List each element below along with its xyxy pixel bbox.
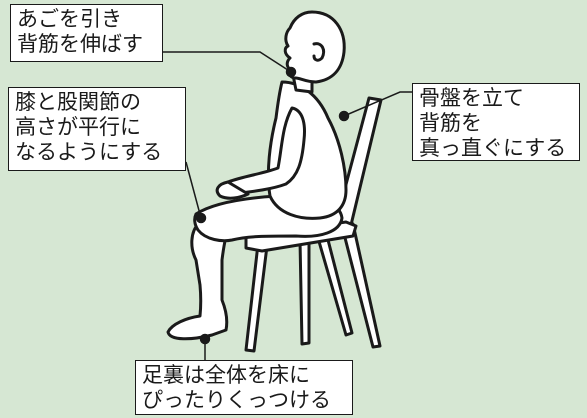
knee-leader-line [185, 161, 202, 219]
callout-leaders [162, 51, 412, 360]
seated-person-illustration [166, 10, 348, 341]
callout-pelvis-line-2: 背筋を [419, 111, 482, 135]
callout-pelvis-line-1: 骨盤を立て [419, 86, 524, 110]
callout-pelvis-spine: 骨盤を立て 背筋を 真っ直ぐにする [412, 83, 580, 161]
feet-marker-dot [199, 333, 211, 345]
callout-feet-line-2: ぴったりくっつける [142, 388, 331, 412]
callout-knee-line-1: 膝と股関節の [15, 90, 141, 114]
knee-marker-dot [195, 212, 207, 224]
callout-knee-line-3: なるようにする [15, 140, 163, 164]
pelvis-leader-line [343, 91, 412, 117]
callout-chin-line-1: あごを引き [17, 7, 122, 31]
callout-chin-back: あごを引き 背筋を伸ばす [10, 4, 163, 62]
chin-marker-dot [285, 66, 297, 78]
callout-feet-floor: 足裏は全体を床に ぴったりくっつける [135, 360, 353, 415]
pelvis-marker-dot [338, 110, 350, 122]
callout-pelvis-line-3: 真っ直ぐにする [419, 136, 567, 160]
callout-chin-line-2: 背筋を伸ばす [17, 32, 143, 56]
callout-feet-line-1: 足裏は全体を床に [142, 363, 310, 387]
callout-knee-hip: 膝と股関節の 高さが平行に なるようにする [8, 87, 186, 171]
chin-leader-line [162, 51, 292, 73]
callout-knee-line-2: 高さが平行に [15, 115, 141, 139]
